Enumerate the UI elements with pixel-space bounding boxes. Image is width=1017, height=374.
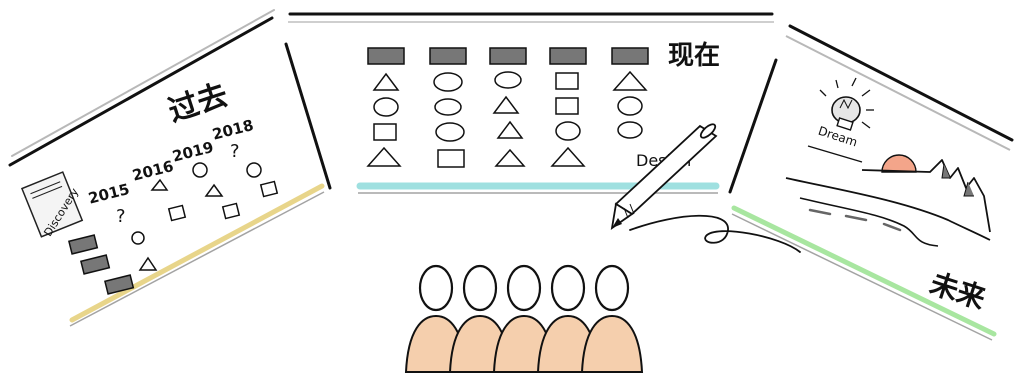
year-label: 2019 bbox=[171, 138, 216, 166]
future-panel: Dream 未来 bbox=[728, 24, 1014, 341]
square-shape-icon bbox=[373, 123, 397, 141]
hatched-block-icon bbox=[367, 47, 405, 65]
year-label: 2015 bbox=[87, 180, 132, 208]
hatched-block-icon bbox=[611, 47, 649, 65]
triangle-shape-icon bbox=[366, 146, 402, 167]
circle-shape-icon bbox=[617, 121, 643, 139]
audience-person-icon bbox=[404, 264, 468, 373]
circle-shape-icon bbox=[555, 121, 581, 141]
triangle-shape-icon bbox=[492, 95, 520, 114]
triangle-shape-icon bbox=[550, 146, 586, 167]
future-accent-bar bbox=[731, 205, 997, 337]
square-shape-icon bbox=[259, 180, 279, 198]
circle-shape-icon bbox=[131, 231, 145, 245]
circle-shape-icon bbox=[373, 97, 399, 117]
square-shape-icon bbox=[555, 97, 579, 115]
triangle-shape-icon bbox=[138, 256, 158, 271]
circle-shape-icon bbox=[494, 71, 522, 89]
hatched-block-icon bbox=[80, 254, 111, 275]
past-title: 过去 bbox=[164, 78, 232, 130]
hatched-block-icon bbox=[429, 47, 467, 65]
sun-icon bbox=[881, 154, 917, 173]
year-label: 2016 bbox=[131, 157, 176, 185]
triangle-shape-icon bbox=[612, 70, 648, 91]
circle-shape-icon bbox=[434, 98, 462, 116]
present-title: 现在 bbox=[668, 41, 720, 71]
square-shape-icon bbox=[555, 72, 579, 90]
audience-person-icon bbox=[580, 264, 644, 373]
circle-shape-icon bbox=[435, 122, 465, 142]
hatched-block-icon bbox=[68, 234, 99, 255]
triangle-shape-icon bbox=[494, 148, 526, 167]
circle-shape-icon bbox=[246, 162, 262, 178]
circle-shape-icon bbox=[617, 96, 643, 116]
square-shape-icon bbox=[221, 202, 241, 220]
audience-person-icon bbox=[536, 264, 600, 373]
pencil-icon bbox=[610, 123, 718, 230]
question-mark: ? bbox=[116, 206, 126, 227]
dream-label: Dream bbox=[816, 124, 859, 150]
triangle-shape-icon bbox=[150, 178, 169, 191]
square-shape-icon bbox=[437, 149, 465, 168]
present-panel: 现在 Design bbox=[288, 12, 774, 194]
past-panel: 过去 Discovery 2015 2016 2019 2018 ? ? bbox=[8, 9, 332, 327]
circle-shape-icon bbox=[433, 72, 463, 92]
triangle-shape-icon bbox=[204, 183, 224, 197]
hatched-block-icon bbox=[549, 47, 587, 65]
past-accent-bar bbox=[69, 183, 325, 323]
road-icon bbox=[785, 177, 991, 241]
question-mark: ? bbox=[230, 141, 240, 162]
year-label: 2018 bbox=[211, 116, 256, 144]
square-shape-icon bbox=[167, 204, 187, 222]
mountains-icon bbox=[861, 159, 991, 233]
hatched-block-icon bbox=[104, 274, 135, 295]
triangle-shape-icon bbox=[372, 72, 400, 91]
hatched-block-icon bbox=[489, 47, 527, 65]
circle-shape-icon bbox=[192, 162, 208, 178]
triangle-shape-icon bbox=[496, 120, 524, 139]
audience-group bbox=[404, 264, 644, 373]
discovery-document-icon bbox=[20, 171, 84, 238]
lightbulb-icon bbox=[819, 77, 874, 131]
pencil-stroke-line bbox=[629, 214, 801, 253]
